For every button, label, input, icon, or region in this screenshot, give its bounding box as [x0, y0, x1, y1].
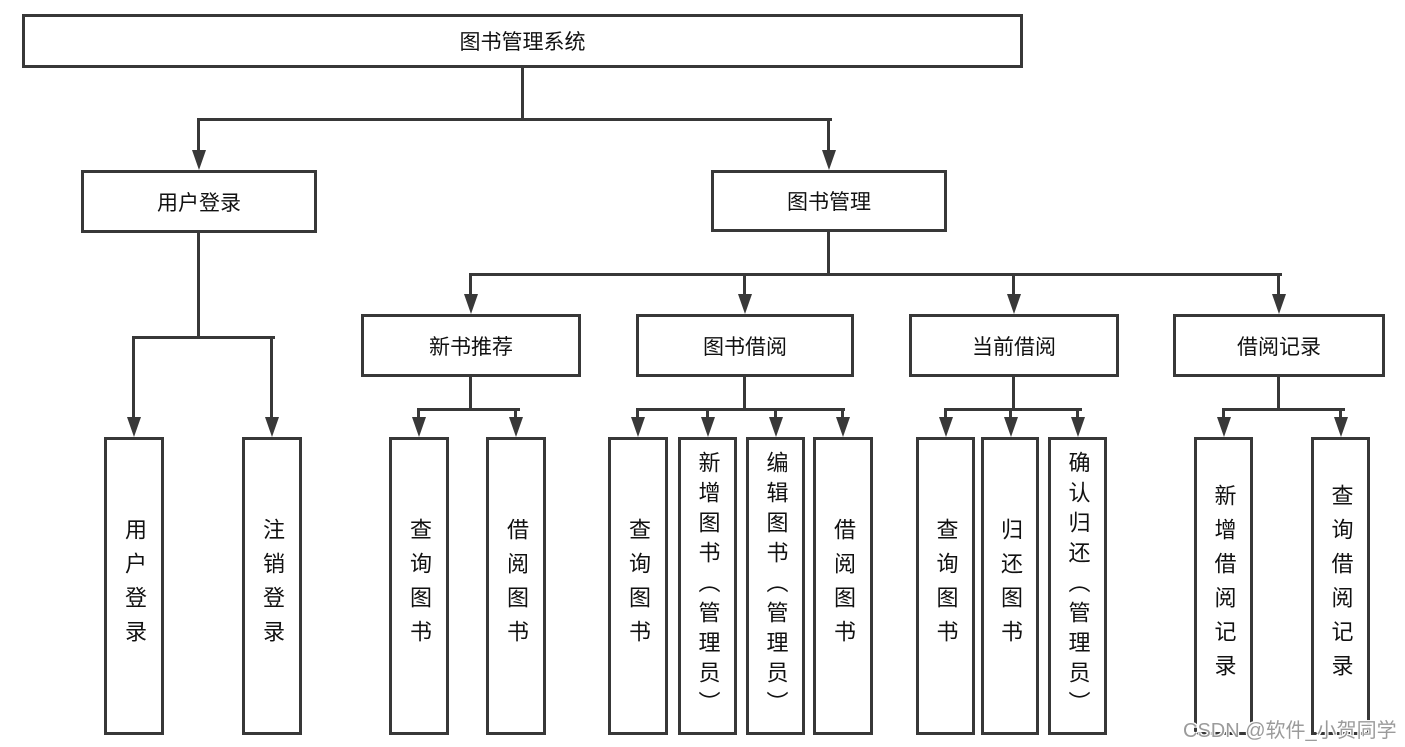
connector-stub-recd-add [1222, 408, 1225, 419]
connector-current-trunk [1012, 377, 1015, 410]
leaf-logout-login: 注销登录 [242, 437, 302, 735]
arrowhead-bor-add [701, 417, 715, 437]
arrowhead-cur-query [939, 417, 953, 437]
arrowhead-records [1272, 294, 1286, 314]
leaf-records-add-record-label: 新增借阅记录 [1211, 484, 1237, 688]
node-book-mgmt-label: 图书管理 [787, 191, 871, 214]
leaf-recommend-borrow-book-label: 借阅图书 [504, 518, 529, 654]
connector-mgmt-bar [469, 273, 1282, 276]
connector-mgmt-trunk [827, 232, 830, 275]
connector-stub-bor-borrow [841, 408, 844, 419]
connector-recommend-bar [417, 408, 520, 411]
arrowhead-leaf-logout [265, 417, 279, 437]
arrowhead-book-mgmt [822, 150, 836, 170]
arrowhead-bor-edit [769, 417, 783, 437]
node-book-mgmt: 图书管理 [711, 170, 947, 232]
connector-login-bar [132, 336, 275, 339]
connector-records-trunk [1277, 377, 1280, 410]
leaf-borrow-edit-book-admin-label: 编辑图书（管理员） [763, 451, 789, 721]
leaf-current-query-book-label: 查询图书 [933, 518, 959, 654]
leaf-recommend-query-book: 查询图书 [389, 437, 449, 735]
connector-stub-cur-return [1009, 408, 1012, 419]
leaf-current-return-book-label: 归还图书 [998, 518, 1023, 654]
connector-stub-recd-query [1339, 408, 1342, 419]
leaf-borrow-add-book-admin-label: 新增图书（管理员） [695, 451, 721, 721]
connector-root-trunk [521, 68, 524, 120]
node-root-label: 图书管理系统 [459, 31, 586, 54]
arrowhead-recd-query [1334, 417, 1348, 437]
node-new-book-recommend-label: 新书推荐 [429, 335, 513, 359]
leaf-borrow-add-book-admin: 新增图书（管理员） [678, 437, 737, 735]
connector-stub-recommend [469, 273, 472, 294]
leaf-recommend-borrow-book: 借阅图书 [486, 437, 546, 735]
arrowhead-recommend [464, 294, 478, 314]
leaf-user-login: 用户登录 [104, 437, 164, 735]
leaf-records-query-record-label: 查询借阅记录 [1328, 484, 1354, 688]
node-new-book-recommend: 新书推荐 [361, 314, 581, 377]
arrowhead-current [1007, 294, 1021, 314]
leaf-borrow-query-book: 查询图书 [608, 437, 668, 735]
connector-current-bar [944, 408, 1082, 411]
arrowhead-bor-borrow [836, 417, 850, 437]
connector-stub-current [1012, 273, 1015, 294]
node-current-borrow: 当前借阅 [909, 314, 1119, 377]
connector-borrow-trunk [743, 377, 746, 410]
connector-borrow-bar [636, 408, 845, 411]
node-book-borrow-label: 图书借阅 [703, 335, 787, 359]
connector-login-trunk [197, 233, 200, 338]
leaf-records-query-record: 查询借阅记录 [1311, 437, 1370, 735]
node-book-borrow: 图书借阅 [636, 314, 854, 377]
node-root: 图书管理系统 [22, 14, 1023, 68]
leaf-user-login-label: 用户登录 [122, 518, 147, 654]
leaf-current-query-book: 查询图书 [916, 437, 975, 735]
arrowhead-borrow [738, 294, 752, 314]
node-current-borrow-label: 当前借阅 [972, 335, 1056, 359]
arrowhead-cur-confirm [1071, 417, 1085, 437]
connector-stub-bor-add [706, 408, 709, 419]
connector-stub-borrow [743, 273, 746, 294]
leaf-records-add-record: 新增借阅记录 [1194, 437, 1253, 735]
node-borrow-records-label: 借阅记录 [1237, 335, 1321, 359]
connector-stub-bor-query [636, 408, 639, 419]
leaf-current-confirm-return-admin-label: 确认归还（管理员） [1065, 451, 1091, 721]
leaf-current-return-book: 归还图书 [981, 437, 1039, 735]
connector-stub-rec-query [417, 408, 420, 419]
csdn-watermark: CSDN @软件_小贺同学 [1183, 720, 1397, 742]
connector-stub-leaf-user-login [132, 336, 135, 418]
arrowhead-rec-borrow [509, 417, 523, 437]
leaf-current-confirm-return-admin: 确认归还（管理员） [1048, 437, 1107, 735]
connector-stub-leaf-logout [270, 336, 273, 418]
arrowhead-leaf-user-login [127, 417, 141, 437]
arrowhead-bor-query [631, 417, 645, 437]
arrowhead-user-login [192, 150, 206, 170]
leaf-logout-login-label: 注销登录 [260, 518, 285, 654]
connector-stub-bor-edit [774, 408, 777, 419]
connector-root-bar [197, 118, 832, 121]
connector-stub-rec-borrow [514, 408, 517, 419]
connector-stub-cur-confirm [1076, 408, 1079, 419]
leaf-borrow-borrow-book-label: 借阅图书 [831, 518, 856, 654]
node-user-login: 用户登录 [81, 170, 317, 233]
leaf-borrow-borrow-book: 借阅图书 [813, 437, 873, 735]
connector-stub-book-mgmt [827, 118, 830, 150]
connector-records-bar [1222, 408, 1345, 411]
connector-recommend-trunk [469, 377, 472, 410]
arrowhead-recd-add [1217, 417, 1231, 437]
arrowhead-rec-query [412, 417, 426, 437]
arrowhead-cur-return [1004, 417, 1018, 437]
node-user-login-label: 用户登录 [157, 191, 241, 215]
leaf-recommend-query-book-label: 查询图书 [407, 518, 432, 654]
connector-stub-user-login [197, 118, 200, 150]
leaf-borrow-query-book-label: 查询图书 [626, 518, 651, 654]
connector-stub-cur-query [944, 408, 947, 419]
leaf-borrow-edit-book-admin: 编辑图书（管理员） [746, 437, 805, 735]
node-borrow-records: 借阅记录 [1173, 314, 1385, 377]
connector-stub-records [1277, 273, 1280, 294]
